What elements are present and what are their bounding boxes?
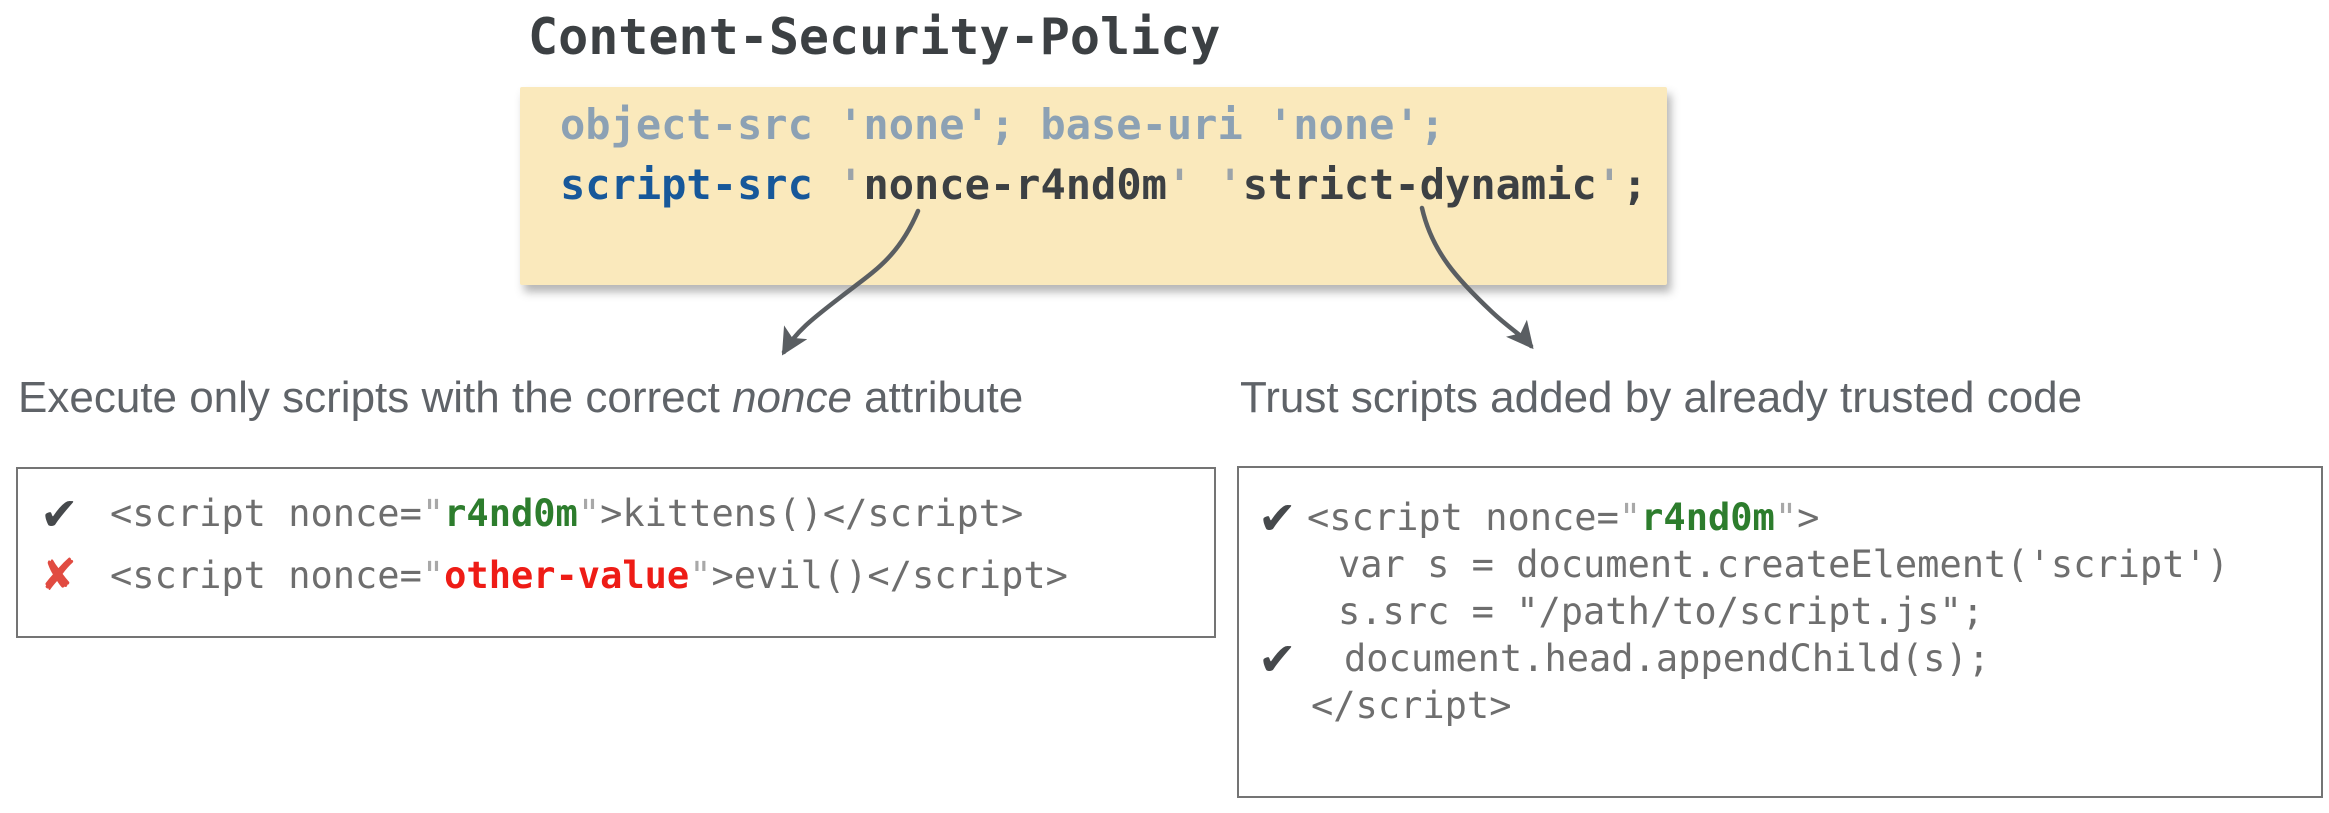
- script-close-line: </script>: [1258, 682, 2321, 729]
- check-icon: ✔: [40, 487, 79, 541]
- script-src-directive: script-src: [560, 160, 839, 209]
- nonce-emphasis: nonce: [732, 373, 852, 422]
- policy-box: object-src 'none'; base-uri 'none'; scri…: [520, 87, 1667, 285]
- nonce-source-value: nonce-r4nd0m: [863, 160, 1167, 209]
- policy-line-other-directives: object-src 'none'; base-uri 'none';: [560, 100, 1446, 149]
- check-icon: ✔: [1258, 490, 1297, 545]
- code-box-strict-dynamic-example: ✔<script nonce="r4nd0m"> var s = documen…: [1237, 466, 2323, 798]
- code-line: </script>: [1311, 684, 1512, 727]
- caption-strict-dynamic-explanation: Trust scripts added by already trusted c…: [1240, 373, 2083, 422]
- append-child-line: ✔document.head.appendChild(s);: [1258, 635, 2321, 682]
- code-box-nonce-examples: ✔ <script nonce="r4nd0m">kittens()</scrip…: [16, 467, 1216, 638]
- code-line: <script nonce="r4nd0m">: [1307, 496, 1820, 539]
- valid-nonce-value: r4nd0m: [1641, 496, 1775, 539]
- invalid-nonce-value: other-value: [444, 554, 690, 597]
- blocked-script-example: ✘ <script nonce="other-value">evil()</scr…: [40, 545, 1214, 607]
- page-title: Content-Security-Policy: [528, 8, 1221, 66]
- code-line: s.src = "/path/to/script.js";: [1338, 590, 1985, 633]
- script-src-assignment-line: s.src = "/path/to/script.js";: [1258, 588, 2321, 635]
- allowed-script-example: ✔ <script nonce="r4nd0m">kittens()</scrip…: [40, 483, 1214, 545]
- code-line: var s = document.createElement('script'): [1338, 543, 2230, 586]
- code-line: <script nonce="other-value">evil()</scri…: [110, 554, 1068, 597]
- check-icon: ✔: [1258, 631, 1297, 686]
- caption-nonce-explanation: Execute only scripts with the correct no…: [18, 373, 1024, 422]
- code-line: <script nonce="r4nd0m">kittens()</script…: [110, 492, 1024, 535]
- strict-dynamic-value: strict-dynamic: [1242, 160, 1597, 209]
- policy-line-script-src: script-src 'nonce-r4nd0m' 'strict-dynami…: [560, 160, 1648, 209]
- code-line: document.head.appendChild(s);: [1344, 637, 1991, 680]
- create-element-line: var s = document.createElement('script'): [1258, 541, 2321, 588]
- trusted-script-open-line: ✔<script nonce="r4nd0m">: [1258, 494, 2321, 541]
- valid-nonce-value: r4nd0m: [444, 492, 578, 535]
- cross-icon: ✘: [40, 550, 77, 601]
